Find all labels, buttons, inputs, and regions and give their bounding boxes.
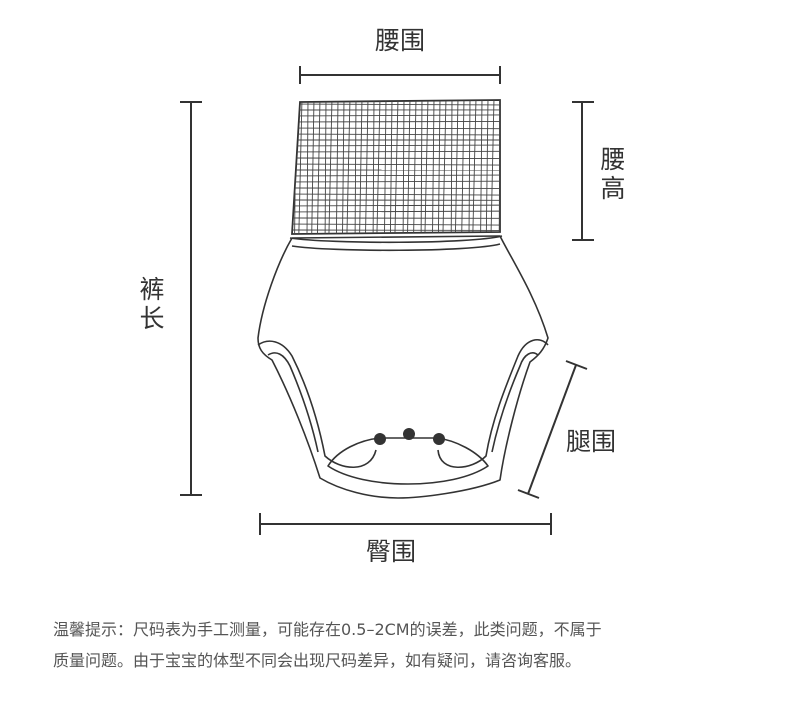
hip-measure-line — [259, 513, 552, 535]
snap-buttons — [374, 428, 445, 445]
pants-length-label-char: 裤 — [139, 275, 165, 304]
waist-height-label-char: 高 — [600, 173, 626, 203]
leg-measure-line — [517, 360, 588, 499]
snap-button — [433, 433, 445, 445]
waistband — [291, 99, 501, 235]
garment-body — [257, 235, 549, 499]
pants-length-label: 裤 长 — [137, 275, 167, 334]
leg-circumference-label: 腿围 — [566, 427, 617, 456]
waist-height-measure-line — [572, 101, 594, 241]
size-note-line-2: 质量问题。由于宝宝的体型不同会出现尺码差异，如有疑问，请咨询客服。 — [53, 651, 582, 670]
waist-height-label-char: 腰 — [600, 145, 626, 174]
snap-button — [403, 428, 415, 440]
waist-measure-line — [299, 66, 501, 84]
pants-length-label-char: 长 — [139, 303, 165, 333]
hip-circumference-label: 臀围 — [366, 537, 417, 566]
pants-length-measure-line — [180, 101, 202, 496]
waist-circumference-label: 腰围 — [375, 26, 426, 55]
size-note-line-1: 温馨提示：尺码表为手工测量，可能存在0.5–2CM的误差，此类问题，不属于 — [53, 620, 602, 639]
waist-height-label: 腰 高 — [598, 145, 628, 204]
snap-button — [374, 433, 386, 445]
